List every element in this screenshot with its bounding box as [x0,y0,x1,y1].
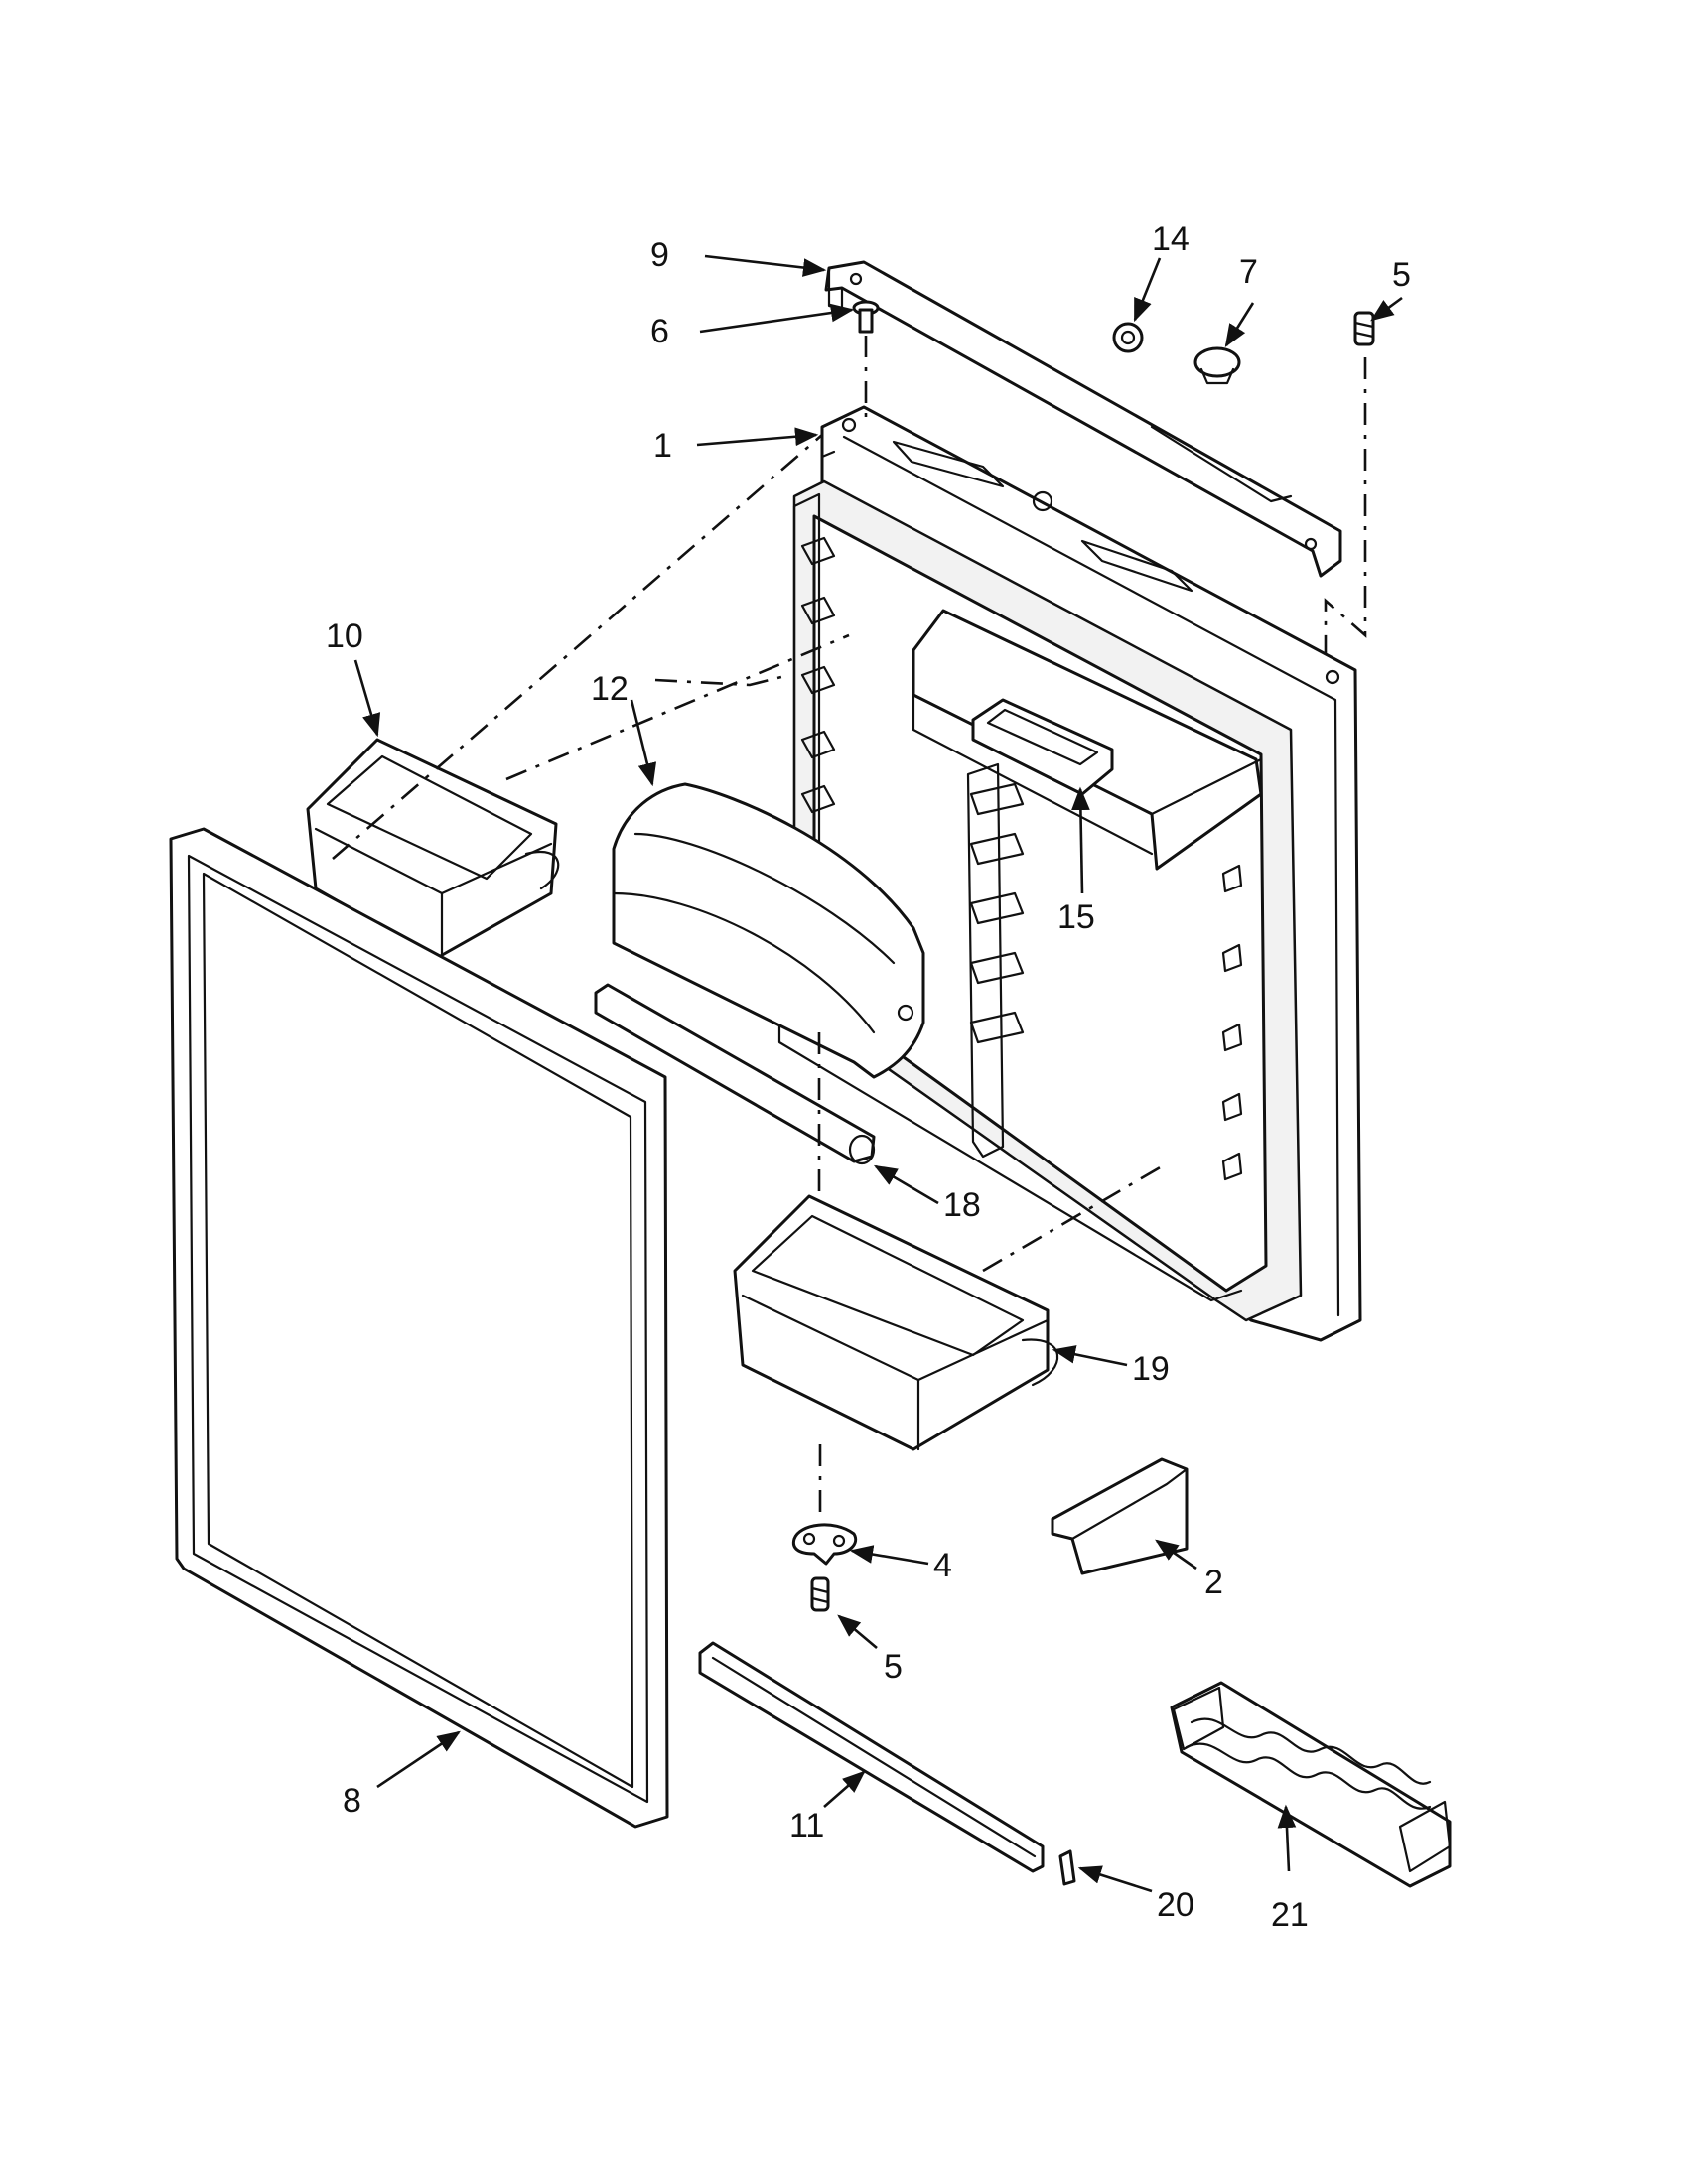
callout-5-upper: 5 [1392,256,1411,294]
center-rail-studs [969,782,1025,1044]
part-6-pin [852,300,880,334]
callout-6: 6 [650,313,669,350]
leader-lines [353,254,1403,1893]
alignment-lines [332,336,1367,1519]
part-18-retainer-bar [594,983,876,1165]
part-12-dairy-cover [612,782,925,1079]
callout-18: 18 [943,1186,981,1224]
right-rail-studs [1221,864,1243,1181]
callout-20: 20 [1157,1886,1194,1924]
part-20-clip [1058,1849,1076,1886]
part-5-upper-screw [1353,311,1375,346]
callout-14: 14 [1152,220,1190,258]
callout-labels: 9 6 1 14 7 5 10 12 15 18 19 4 2 5 8 11 2… [326,220,1411,1934]
part-10-upper-bin [306,738,560,960]
callout-11: 11 [789,1807,824,1844]
callout-2: 2 [1204,1564,1223,1601]
callout-10: 10 [326,617,363,655]
part-19-lower-bin [733,1194,1059,1451]
callout-8: 8 [343,1782,361,1820]
part-8-door-gasket [169,827,669,1829]
part-1-door-liner [777,405,1362,1342]
part-11-retainer-bar [698,1641,1045,1873]
callout-12: 12 [591,670,629,708]
callout-21: 21 [1271,1896,1309,1934]
callout-9: 9 [650,236,669,274]
part-2-end-cap [1051,1457,1189,1575]
callout-1: 1 [653,427,672,465]
callout-15: 15 [1057,898,1095,936]
part-14-cam [1112,322,1144,353]
callout-7: 7 [1239,253,1258,291]
part-7-plug [1193,346,1241,385]
callout-4: 4 [933,1547,952,1584]
callout-19: 19 [1132,1350,1170,1388]
part-4-bracket [791,1523,858,1566]
part-15-dairy-tray [971,698,1114,796]
callout-5-lower: 5 [884,1648,903,1686]
part-5-lower-screw [810,1576,830,1612]
part-21-egg-tray [1170,1681,1452,1888]
